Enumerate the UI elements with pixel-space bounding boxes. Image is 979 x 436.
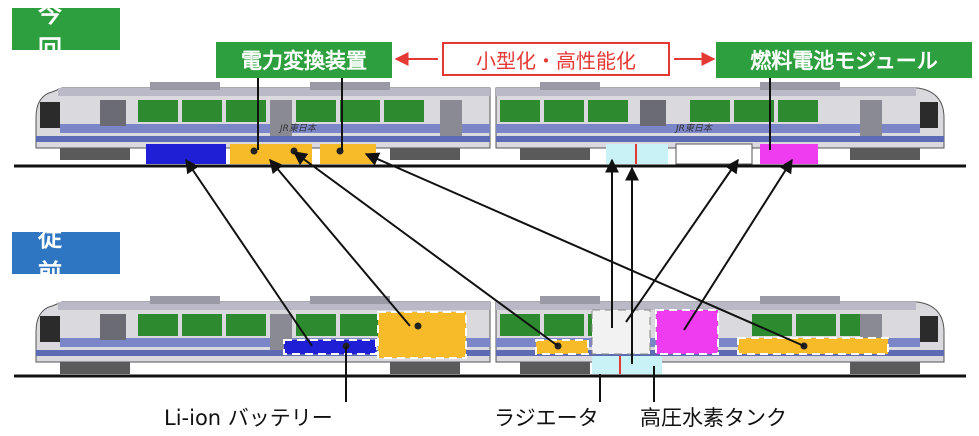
current-train: JR東日本 JR東日本 (14, 82, 966, 168)
leader-lines (257, 74, 771, 402)
train-logo: JR東日本 (278, 123, 317, 134)
radiator-block-current (675, 143, 753, 165)
tank-block-previous (592, 356, 662, 374)
radiator-label: ラジエータ (494, 406, 599, 430)
power-converter-label: 電力変換装置 (216, 42, 392, 78)
train-logo: JR東日本 (674, 123, 713, 134)
fuel-cell-label: 燃料電池モジュール (716, 42, 972, 78)
previous-tag: 従前 (12, 224, 120, 287)
battery-block-previous (283, 339, 377, 355)
converter-block-previous-2 (535, 339, 589, 355)
converter-block-current-2 (320, 144, 376, 164)
improvement-label: 小型化・高性能化 (442, 42, 670, 76)
tank-label: 高圧水素タンク (640, 406, 787, 430)
previous-train (14, 296, 966, 378)
battery-block-current (146, 144, 226, 164)
converter-block-previous-3 (737, 337, 889, 355)
current-tag: 今回 (12, 0, 120, 63)
fuel-cell-block-current (760, 144, 818, 164)
fuel-cell-block-previous (655, 309, 719, 355)
converter-block-previous-1 (377, 311, 467, 359)
battery-label: Li-ion バッテリー (164, 406, 333, 430)
comparison-arrows (185, 151, 805, 364)
radiator-block-previous (591, 309, 651, 355)
